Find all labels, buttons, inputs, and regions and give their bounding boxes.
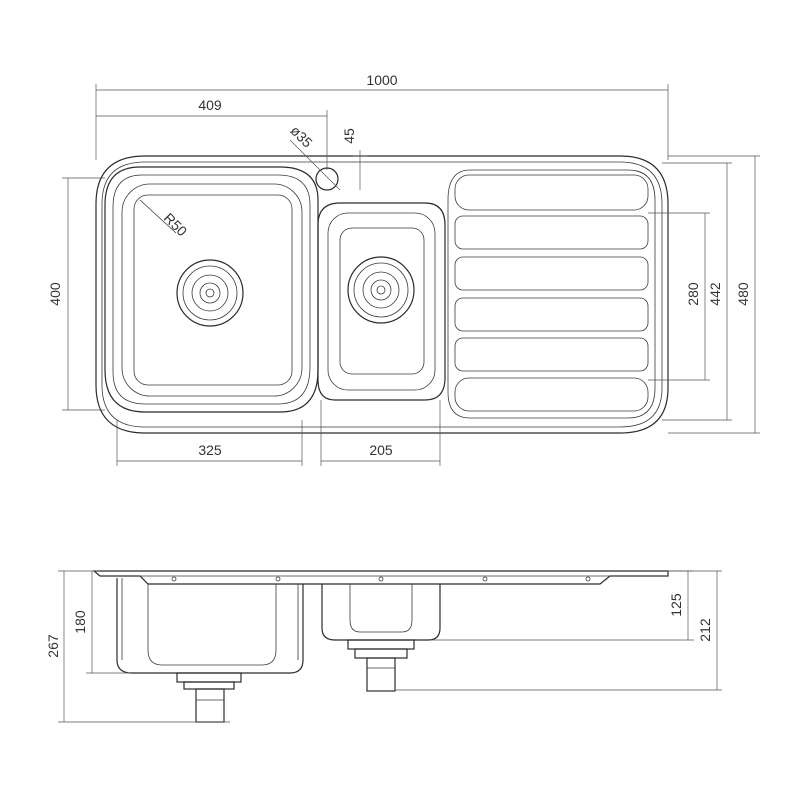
drainer-rib <box>454 215 649 250</box>
dim-small-overall-depth: 212 <box>697 618 713 642</box>
dim-tap-offset: 409 <box>198 97 222 113</box>
dim-bowl-depth-front: 400 <box>47 282 63 306</box>
drainer-rib <box>454 377 649 412</box>
large-bowl-drain-pipe <box>176 672 242 723</box>
sink-outline-inner <box>101 161 663 428</box>
large-bowl <box>104 166 319 413</box>
dim-small-bowl-width: 205 <box>369 442 393 458</box>
small-bowl <box>317 202 446 401</box>
side-view: 267 180 125 212 <box>45 570 722 723</box>
side-deck <box>92 570 669 585</box>
tap-hole <box>315 167 339 191</box>
drainer-rib <box>454 174 649 211</box>
dim-overall-length: 480 <box>735 282 751 306</box>
small-bowl-profile <box>321 584 441 641</box>
dim-overall-width: 1000 <box>366 72 397 88</box>
dim-large-bowl-width: 325 <box>198 442 222 458</box>
drainer-rib <box>454 337 649 372</box>
drainer-rib <box>454 256 649 291</box>
plan-dimensions <box>62 84 760 466</box>
dim-large-bowl-depth: 180 <box>72 610 88 634</box>
drainer <box>447 169 656 419</box>
dim-drainer-length: 280 <box>685 282 701 306</box>
sink-outline <box>95 155 669 434</box>
side-dimensions <box>58 570 722 723</box>
dim-tap-from-back: 45 <box>341 128 357 144</box>
dim-small-bowl-depth: 125 <box>668 593 684 617</box>
plan-view: 1000 409 ø35 45 R50 400 325 205 280 442 … <box>47 72 760 466</box>
dim-tap-diameter: ø35 <box>287 122 316 151</box>
dim-inner-length: 442 <box>707 282 723 306</box>
small-bowl-waste <box>347 256 415 324</box>
drainer-rib <box>454 297 649 332</box>
dim-corner-radius: R50 <box>161 210 191 240</box>
dim-overall-depth: 267 <box>45 634 61 658</box>
large-bowl-profile <box>116 578 304 674</box>
small-bowl-drain-pipe <box>347 639 415 692</box>
large-bowl-waste <box>176 259 244 327</box>
